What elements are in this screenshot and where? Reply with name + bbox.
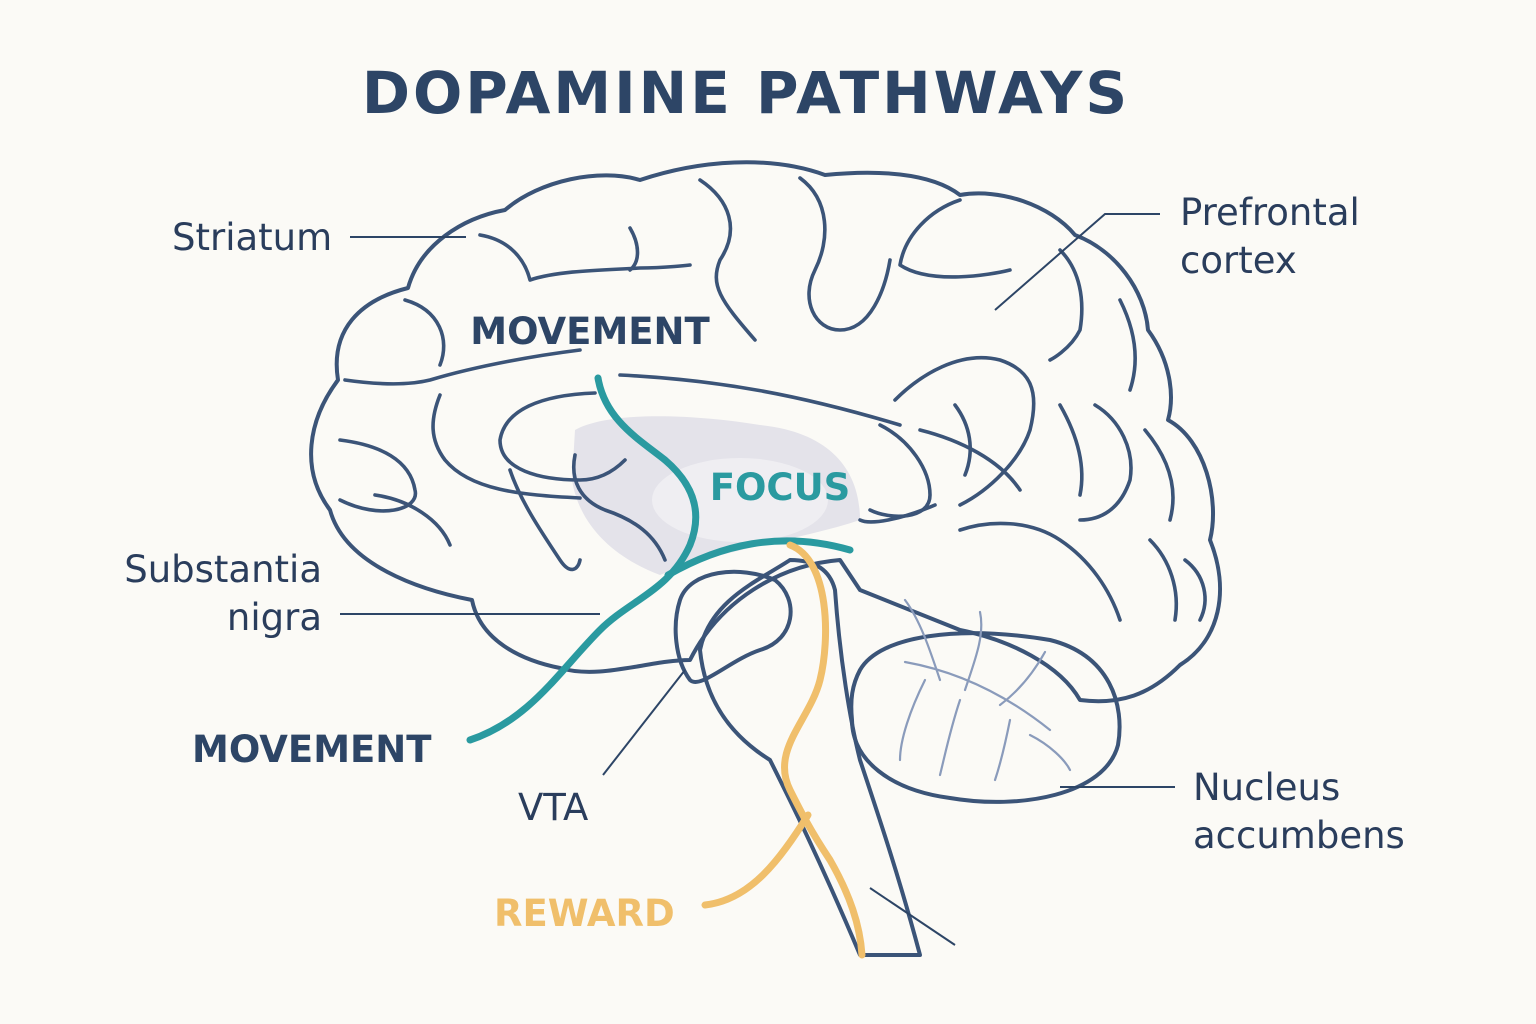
tag-focus: FOCUS <box>710 466 851 509</box>
tag-movement-bottom: MOVEMENT <box>192 728 432 771</box>
movement-pathway-top <box>466 374 700 744</box>
movement-pathway-branch <box>664 537 854 579</box>
cerebellum <box>849 631 1122 804</box>
cerebellum-arbor <box>898 598 1072 782</box>
reward-pathway-branch <box>701 811 812 909</box>
label-prefrontal-line2: cortex <box>1180 239 1297 282</box>
label-striatum: Striatum <box>172 216 332 259</box>
label-vta: VTA <box>518 786 588 829</box>
tag-movement-top: MOVEMENT <box>470 310 710 353</box>
label-nucleus-line2: accumbens <box>1193 814 1405 857</box>
diagram-title: DOPAMINE PATHWAYS <box>362 59 1130 127</box>
label-prefrontal-line1: Prefrontal <box>1180 191 1360 234</box>
tag-reward: REWARD <box>494 892 675 935</box>
label-substantia-line1: Substantia <box>124 548 322 591</box>
label-substantia-line2: nigra <box>227 596 322 639</box>
thalamus <box>673 569 793 684</box>
label-nucleus-line1: Nucleus <box>1193 766 1340 809</box>
leader-lines <box>340 213 1175 946</box>
cortical-folds <box>338 176 1207 622</box>
reward-pathway <box>781 541 866 959</box>
